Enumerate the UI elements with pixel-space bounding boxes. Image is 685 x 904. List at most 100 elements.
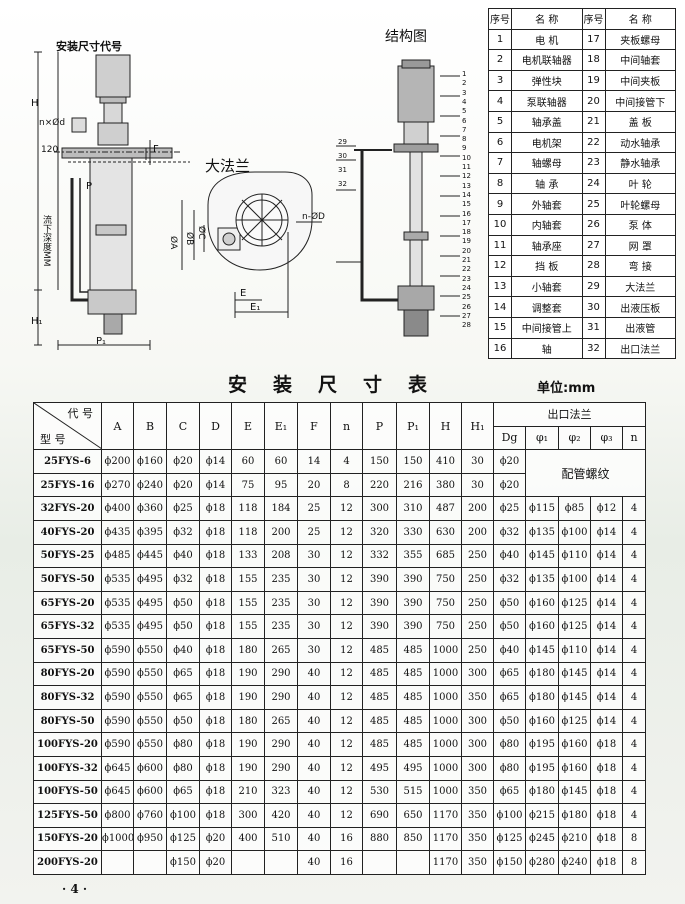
dim-cell: ϕ115 (525, 496, 559, 521)
callout-number: 11 (462, 163, 471, 171)
callout-number: 5 (462, 107, 467, 116)
dim-cell: 510 (264, 826, 298, 852)
dim-cell: ϕ18 (199, 496, 232, 521)
dim-cell: 190 (231, 661, 265, 687)
model-cell: 125FYS-50 (33, 803, 102, 828)
dim-cell: 750 (429, 614, 462, 639)
part-number: 3 (488, 69, 512, 92)
dim-cell: 420 (264, 803, 298, 828)
part-number: 29 (581, 275, 606, 298)
dim-cell: ϕ270 (101, 472, 134, 498)
dim-cell: ϕ65 (166, 779, 200, 805)
part-name: 小轴套 (511, 275, 583, 298)
dim-cell: 250 (461, 614, 494, 639)
dim-cell: 155 (231, 614, 265, 639)
dim-cell: ϕ65 (493, 779, 526, 805)
dim-cell: 487 (429, 496, 462, 521)
outlet-flange-header: 出口法兰 (493, 402, 646, 427)
part-name: 内轴套 (511, 213, 583, 236)
dim-cell: 4 (622, 567, 646, 592)
part-name: 电机联轴器 (511, 49, 583, 71)
callout-number: 29 (338, 138, 347, 146)
model-cell: 65FYS-32 (33, 614, 102, 639)
dim-cell: 30 (297, 614, 331, 639)
dim-cell: ϕ760 (133, 803, 167, 828)
part-name: 大法兰 (604, 275, 676, 298)
dim-cell: ϕ215 (525, 803, 559, 828)
dim-cell: ϕ145 (525, 543, 559, 569)
dim-cell: 40 (297, 803, 331, 828)
part-name: 调整套 (511, 296, 583, 318)
dim-cell: ϕ590 (101, 637, 134, 663)
callout-number: 25 (462, 293, 471, 302)
dim-cell: ϕ20 (199, 850, 232, 875)
dim-cell: 495 (396, 755, 430, 781)
dim-cell: ϕ160 (525, 708, 559, 734)
dim-cell: 200 (461, 496, 494, 521)
model-cell: 80FYS-32 (33, 685, 102, 710)
dim-cell: 630 (429, 519, 462, 545)
dim-cell: 12 (330, 496, 363, 521)
dim-cell: 650 (396, 803, 430, 828)
dim-cell: ϕ18 (199, 519, 232, 545)
dim-cell: ϕ40 (166, 637, 200, 663)
part-name: 中间轴套 (604, 49, 676, 71)
dim-cell: 12 (330, 685, 363, 710)
callout-number: 10 (462, 153, 471, 162)
dim-cell: 495 (362, 755, 397, 781)
callout-number: 27 (462, 311, 471, 320)
col-header-c: C (166, 401, 200, 451)
dims-subheader-row: Dg φ₁ φ₂ φ₃ n (34, 425, 646, 451)
dim-cell: 40 (297, 826, 331, 852)
callout-number: 3 (462, 88, 467, 97)
flange-dim-a: ØA (168, 236, 178, 250)
dim-cell: 4 (622, 732, 646, 757)
dim-cell: ϕ135 (525, 519, 559, 545)
page-number: · 4 · (62, 882, 88, 896)
part-number: 25 (581, 193, 606, 215)
dim-cell: 750 (429, 590, 462, 616)
dim-cell: 14 (297, 449, 331, 474)
dim-cell: ϕ20 (493, 449, 526, 474)
dim-cell: 200 (461, 519, 494, 545)
col-header-d: D (199, 401, 232, 451)
dim-cell: 40 (297, 779, 331, 805)
callout-number: 14 (462, 190, 471, 199)
dim-cell: 290 (264, 755, 298, 781)
dim-cell: 1170 (429, 803, 462, 828)
dim-cell: 12 (330, 755, 363, 781)
dim-cell: 880 (362, 826, 397, 852)
dim-cell: ϕ18 (590, 850, 623, 875)
dim-cell: 850 (396, 826, 430, 852)
dim-cell: ϕ32 (166, 519, 200, 545)
part-number: 5 (488, 110, 512, 133)
dim-cell: ϕ14 (199, 449, 232, 474)
dim-cell: 4 (622, 543, 646, 569)
dim-cell: 1000 (429, 661, 462, 687)
dim-cell: ϕ160 (525, 590, 559, 616)
dim-cell: 12 (330, 590, 363, 616)
dim-cell: ϕ80 (166, 732, 200, 757)
corner-header: 代 号 型 号 (33, 401, 102, 451)
dim-cell: 332 (362, 543, 397, 569)
dim-cell: 25 (297, 519, 331, 545)
dim-cell: ϕ160 (525, 614, 559, 639)
dim-cell: 1000 (429, 755, 462, 781)
dim-cell: 190 (231, 685, 265, 710)
callout-number: 30 (338, 152, 347, 160)
dim-cell: ϕ14 (590, 567, 623, 592)
dim-cell (101, 850, 134, 875)
dim-cell: 4 (622, 614, 646, 639)
dim-cell: 400 (231, 826, 265, 852)
dim-cell: 20 (297, 472, 331, 498)
part-name: 轴承盖 (511, 110, 583, 133)
dim-label-120: 120 (41, 145, 59, 155)
dim-cell: 485 (362, 685, 397, 710)
dim-cell: ϕ18 (199, 755, 232, 781)
